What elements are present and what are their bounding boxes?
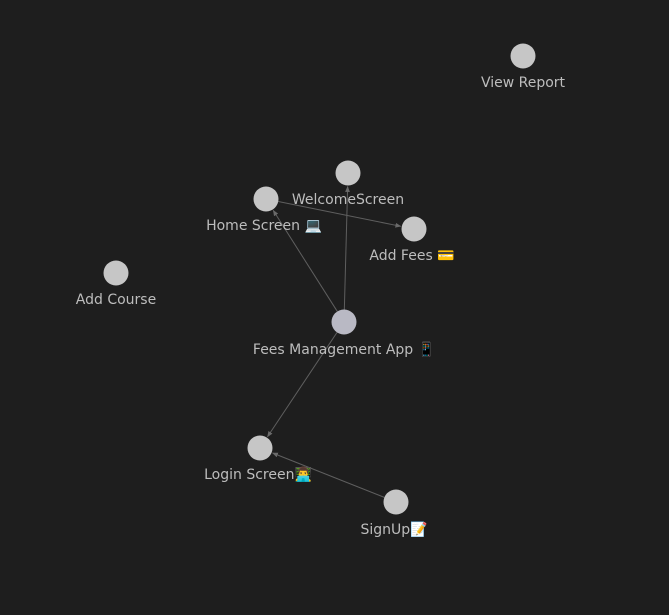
node-label-welcome-screen: WelcomeScreen — [292, 192, 404, 208]
node-circle-add-fees[interactable] — [401, 216, 427, 242]
node-label-home-screen: Home Screen 💻 — [206, 218, 322, 234]
node-circle-home-screen[interactable] — [253, 186, 279, 212]
edge-fees-management-app-to-welcome-screen — [343, 185, 350, 310]
node-circle-login-screen[interactable] — [247, 435, 273, 461]
node-circle-view-report[interactable] — [510, 43, 536, 69]
node-label-fees-management-app: Fees Management App 📱 — [253, 341, 435, 358]
node-label-view-report: View Report — [481, 75, 566, 91]
node-welcome-screen[interactable]: WelcomeScreen — [292, 160, 404, 209]
node-view-report[interactable]: View Report — [481, 43, 566, 92]
edges-layer — [267, 185, 402, 498]
node-add-course[interactable]: Add Course — [76, 260, 156, 309]
node-login-screen[interactable]: Login Screen👨‍💻 — [204, 435, 312, 484]
edge-fees-management-app-to-home-screen — [272, 209, 338, 312]
node-circle-fees-management-app[interactable] — [331, 309, 357, 335]
node-label-signup: SignUp📝 — [360, 521, 427, 538]
node-label-add-course: Add Course — [76, 292, 156, 308]
node-fees-management-app[interactable]: Fees Management App 📱 — [253, 309, 435, 359]
node-circle-add-course[interactable] — [103, 260, 129, 286]
node-home-screen[interactable]: Home Screen 💻 — [206, 186, 322, 235]
node-add-fees[interactable]: Add Fees 💳 — [369, 216, 455, 265]
edge-signup-to-login-screen — [271, 452, 385, 498]
edge-home-screen-to-add-fees — [278, 200, 402, 228]
node-signup[interactable]: SignUp📝 — [360, 489, 428, 539]
node-circle-welcome-screen[interactable] — [335, 160, 361, 186]
node-label-add-fees: Add Fees 💳 — [369, 248, 454, 264]
node-circle-signup[interactable] — [383, 489, 409, 515]
edge-fees-management-app-to-login-screen — [267, 332, 338, 438]
node-label-login-screen: Login Screen👨‍💻 — [204, 466, 312, 483]
